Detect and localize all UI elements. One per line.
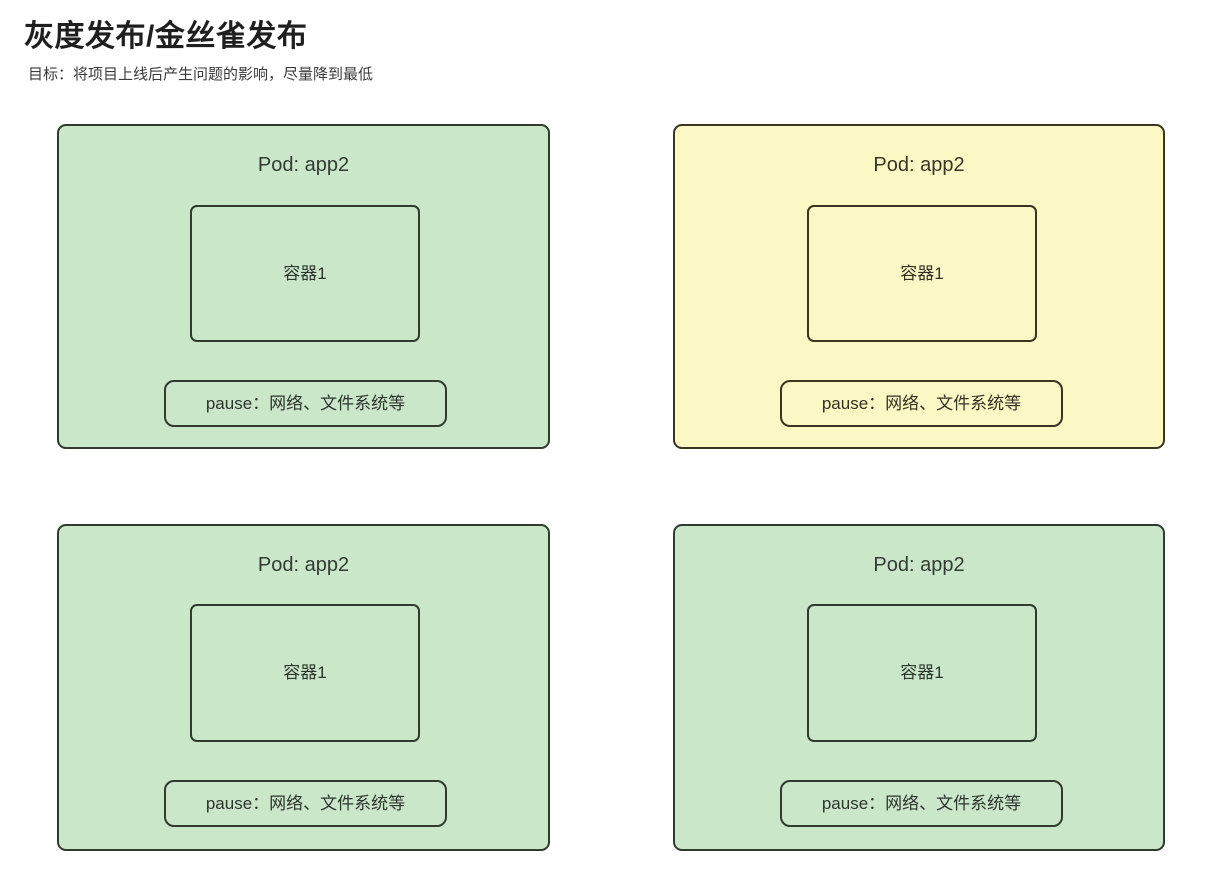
container-box: 容器1 (190, 205, 420, 342)
pause-box: pause：网络、文件系统等 (780, 780, 1063, 827)
container-box: 容器1 (807, 604, 1037, 742)
container-label: 容器1 (283, 263, 327, 283)
pause-box: pause：网络、文件系统等 (164, 380, 447, 427)
pod-title: Pod: app2 (873, 154, 965, 176)
container-label: 容器1 (900, 663, 944, 682)
pod-title: Pod: app2 (257, 154, 350, 176)
pod-card-top-left: Pod: app2 容器1 pause：网络、文件系统等 (57, 124, 550, 449)
pause-label: pause：网络、文件系统等 (821, 793, 1022, 813)
pod-card-bottom-right: Pod: app2 容器1 pause：网络、文件系统等 (673, 524, 1165, 851)
pod-title: Pod: app2 (873, 554, 965, 576)
container-label: 容器1 (283, 663, 327, 682)
container-label: 容器1 (900, 263, 944, 283)
pause-label: pause：网络、文件系统等 (205, 793, 406, 813)
pause-box: pause：网络、文件系统等 (780, 380, 1063, 427)
pod-title: Pod: app2 (257, 554, 350, 576)
container-box: 容器1 (190, 604, 420, 742)
pause-box: pause：网络、文件系统等 (164, 780, 447, 827)
page-header: 灰度发布/金丝雀发布 目标：将项目上线后产生问题的影响，尽量降到最低 (24, 18, 1124, 86)
pod-card-top-right: Pod: app2 容器1 pause：网络、文件系统等 (673, 124, 1165, 449)
pause-label: pause：网络、文件系统等 (821, 393, 1022, 413)
page-title: 灰度发布/金丝雀发布 (24, 20, 308, 53)
page-subtitle: 目标：将项目上线后产生问题的影响，尽量降到最低 (28, 66, 374, 83)
container-box: 容器1 (807, 205, 1037, 342)
pod-card-bottom-left: Pod: app2 容器1 pause：网络、文件系统等 (57, 524, 550, 851)
pause-label: pause：网络、文件系统等 (205, 393, 406, 413)
